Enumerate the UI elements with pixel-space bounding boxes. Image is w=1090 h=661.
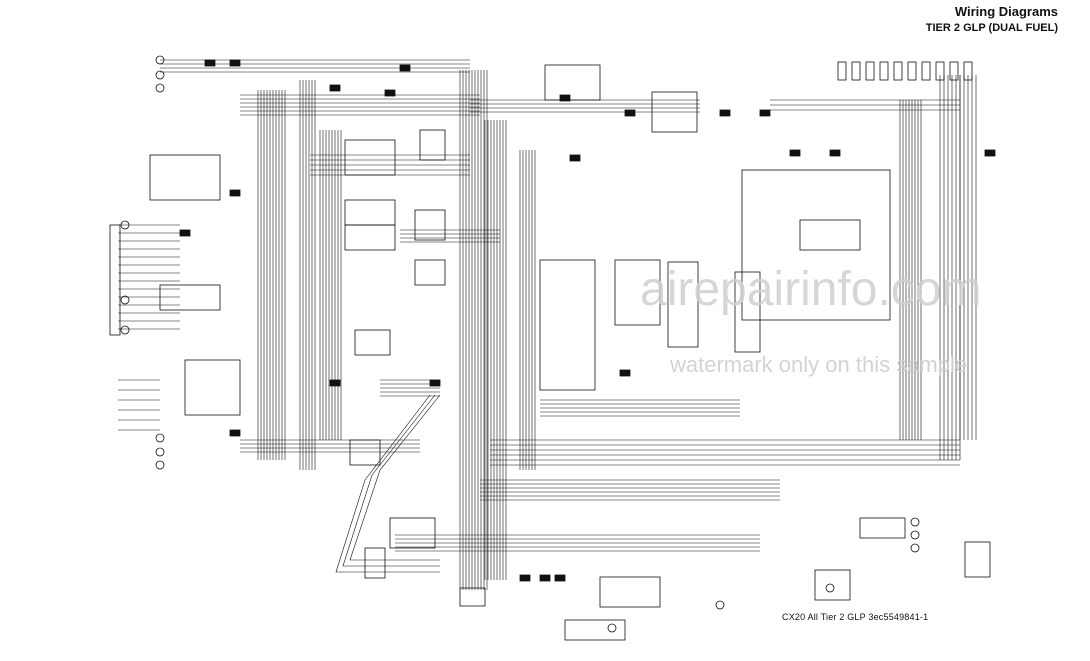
component-box — [667, 261, 699, 348]
terminal — [120, 295, 130, 305]
connector — [179, 229, 191, 237]
terminal — [715, 600, 725, 610]
terminal — [910, 517, 920, 527]
fuse — [949, 61, 959, 81]
terminal — [155, 433, 165, 443]
component-box — [799, 219, 861, 251]
connector — [759, 109, 771, 117]
wire-harness — [118, 59, 977, 590]
fuse — [907, 61, 917, 81]
terminal — [155, 55, 165, 65]
component-box — [814, 569, 851, 601]
connector — [829, 149, 841, 157]
component-box — [544, 64, 601, 101]
component-box — [184, 359, 241, 416]
component-box — [614, 259, 661, 326]
connector — [569, 154, 581, 162]
component-box — [159, 284, 221, 311]
connector — [384, 89, 396, 97]
connector — [624, 109, 636, 117]
wire-return — [349, 394, 441, 561]
component-box — [414, 259, 446, 286]
terminal — [825, 583, 835, 593]
component-box — [389, 517, 436, 549]
connector — [329, 379, 341, 387]
components — [109, 55, 996, 641]
connector — [229, 429, 241, 437]
fuse — [893, 61, 903, 81]
component-box — [414, 209, 446, 241]
connector — [204, 59, 216, 67]
connector — [429, 379, 441, 387]
component-box — [734, 271, 761, 353]
component-box — [344, 224, 396, 251]
watermark-notice: watermark only on this sample — [670, 352, 968, 377]
fuse — [921, 61, 931, 81]
terminal — [607, 623, 617, 633]
fuse — [963, 61, 973, 81]
component-box — [109, 224, 121, 336]
connector — [719, 109, 731, 117]
terminal — [910, 543, 920, 553]
connector — [619, 369, 631, 377]
connector — [554, 574, 566, 582]
connector — [229, 59, 241, 67]
component-box — [349, 439, 381, 466]
terminal — [155, 70, 165, 80]
terminal — [155, 460, 165, 470]
connector — [399, 64, 411, 72]
component-box — [651, 91, 698, 133]
connector — [984, 149, 996, 157]
component-box — [964, 541, 991, 578]
terminal — [910, 530, 920, 540]
component-box — [344, 139, 396, 176]
component-box — [564, 619, 626, 641]
terminal — [155, 83, 165, 93]
terminal — [120, 220, 130, 230]
component-box — [364, 547, 386, 579]
fuse — [935, 61, 945, 81]
terminal — [155, 447, 165, 457]
connector — [329, 84, 341, 92]
fuse — [851, 61, 861, 81]
diagram-reference: CX20 All Tier 2 GLP 3ec5549841-1 — [782, 612, 929, 622]
watermark-site: airepairinfo.com — [640, 263, 982, 316]
component-box — [149, 154, 221, 201]
connector — [229, 189, 241, 197]
connector — [559, 94, 571, 102]
fuse — [865, 61, 875, 81]
component-box — [459, 587, 486, 607]
terminal — [120, 325, 130, 335]
component-box — [859, 517, 906, 539]
component-box — [539, 259, 596, 391]
fuse — [879, 61, 889, 81]
connector — [789, 149, 801, 157]
page-subtitle: TIER 2 GLP (DUAL FUEL) — [925, 22, 1058, 34]
component-box — [741, 169, 891, 321]
page-title: Wiring Diagrams — [954, 4, 1058, 19]
component-box — [599, 576, 661, 608]
component-box — [419, 129, 446, 161]
component-box — [344, 199, 396, 226]
connector — [519, 574, 531, 582]
component-box — [354, 329, 391, 356]
fuse — [837, 61, 847, 81]
wire-return — [335, 394, 440, 573]
wire-return — [342, 394, 440, 567]
connector — [539, 574, 551, 582]
